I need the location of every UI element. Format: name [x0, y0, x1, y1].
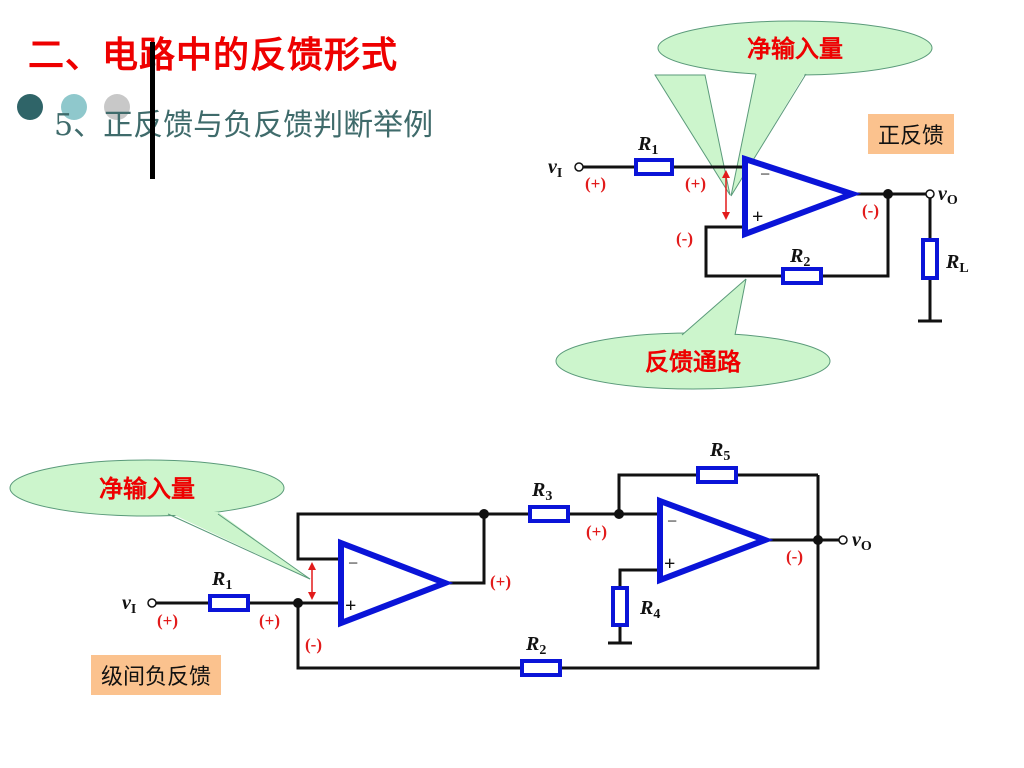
opamp-2b [657, 496, 774, 585]
bullet-dot-dark [17, 94, 43, 120]
rl-label-1: RL [945, 251, 969, 276]
polarity-input-1: (+) [585, 174, 606, 193]
opamp-2b-inverting-sign: − [667, 511, 677, 531]
r3-label-2: R3 [531, 479, 552, 504]
net-input-arrow-1 [722, 170, 730, 220]
r1-label-2: R1 [211, 568, 232, 593]
output-junction-2 [813, 535, 823, 545]
bullet-dot-gray [104, 94, 130, 120]
callout-net-input-2: 净输入量 [9, 459, 311, 580]
callout-net-input-text-1: 净输入量 [747, 35, 843, 63]
r2-label-2: R2 [525, 633, 546, 658]
polarity-input-2: (+) [157, 611, 178, 630]
resistor-r4-c2 [611, 586, 629, 627]
circuit-1-wires [583, 165, 942, 323]
callout-net-input-1: 净输入量 [654, 20, 933, 197]
slide-title: 二、电路中的反馈形式 [28, 35, 399, 76]
stage2-inverting-junction [614, 509, 624, 519]
input-label-1: vI [548, 156, 562, 181]
opamp-1-inverting-sign: − [760, 164, 770, 184]
output-label-1: vO [938, 183, 958, 208]
positive-feedback-tag: 正反馈 [868, 114, 955, 154]
polarity-output-1: (-) [862, 201, 879, 220]
opamp-1 [742, 154, 862, 239]
resistor-r2-c2 [520, 659, 562, 677]
polarity-stage1-output: (+) [490, 572, 511, 591]
circuit-2: 净输入量 − + [9, 439, 872, 677]
opamp-2b-noninverting-sign: + [664, 553, 675, 575]
polarity-stage2-inverting: (+) [586, 522, 607, 541]
output-junction-1 [883, 189, 893, 199]
net-input-arrow-2 [308, 562, 316, 600]
callout-feedback-path-text: 反馈通路 [645, 348, 742, 376]
r4-label-2: R4 [639, 597, 660, 622]
opamp-2a-inverting-sign: − [348, 553, 358, 573]
bullet-dot-teal [61, 94, 87, 120]
r2-label-1: R2 [789, 245, 810, 270]
resistor-r3-c2 [528, 505, 570, 523]
polarity-output-2: (-) [786, 547, 803, 566]
input-junction-2 [293, 598, 303, 608]
resistor-r5-c2 [696, 466, 738, 484]
opamp-2a-noninverting-sign: + [345, 595, 356, 617]
input-terminal-2 [147, 598, 157, 608]
stage1-output-junction [479, 509, 489, 519]
circuit-1: 净输入量 − + vI vO [548, 20, 969, 390]
resistor-r2-c1 [781, 267, 823, 285]
resistor-r1-c1 [634, 158, 674, 176]
opamp-1-noninverting-sign: + [752, 206, 763, 228]
output-terminal-1 [925, 189, 935, 199]
r1-label-1: R1 [637, 133, 658, 158]
polarity-noninverting-2: (+) [259, 611, 280, 630]
input-terminal-1 [574, 162, 584, 172]
callout-feedback-path: 反馈通路 [555, 278, 831, 390]
input-label-2: vI [122, 592, 136, 617]
resistor-r1-c2 [208, 594, 250, 612]
output-label-2: vO [852, 529, 872, 554]
slide-subtitle: 5、正反馈与负反馈判断举例 [54, 108, 434, 143]
polarity-feedback-1: (-) [676, 229, 693, 248]
opamp-2a [338, 538, 454, 628]
r5-label-2: R5 [709, 439, 730, 464]
polarity-inverting-1: (+) [685, 174, 706, 193]
resistor-rl-c1 [921, 238, 939, 280]
polarity-feedback-2: (-) [305, 635, 322, 654]
cursor-bar [150, 42, 155, 179]
output-terminal-2 [838, 535, 848, 545]
callout-net-input-text-2: 净输入量 [99, 475, 195, 503]
interstage-negative-feedback-tag: 级间负反馈 [91, 655, 222, 695]
